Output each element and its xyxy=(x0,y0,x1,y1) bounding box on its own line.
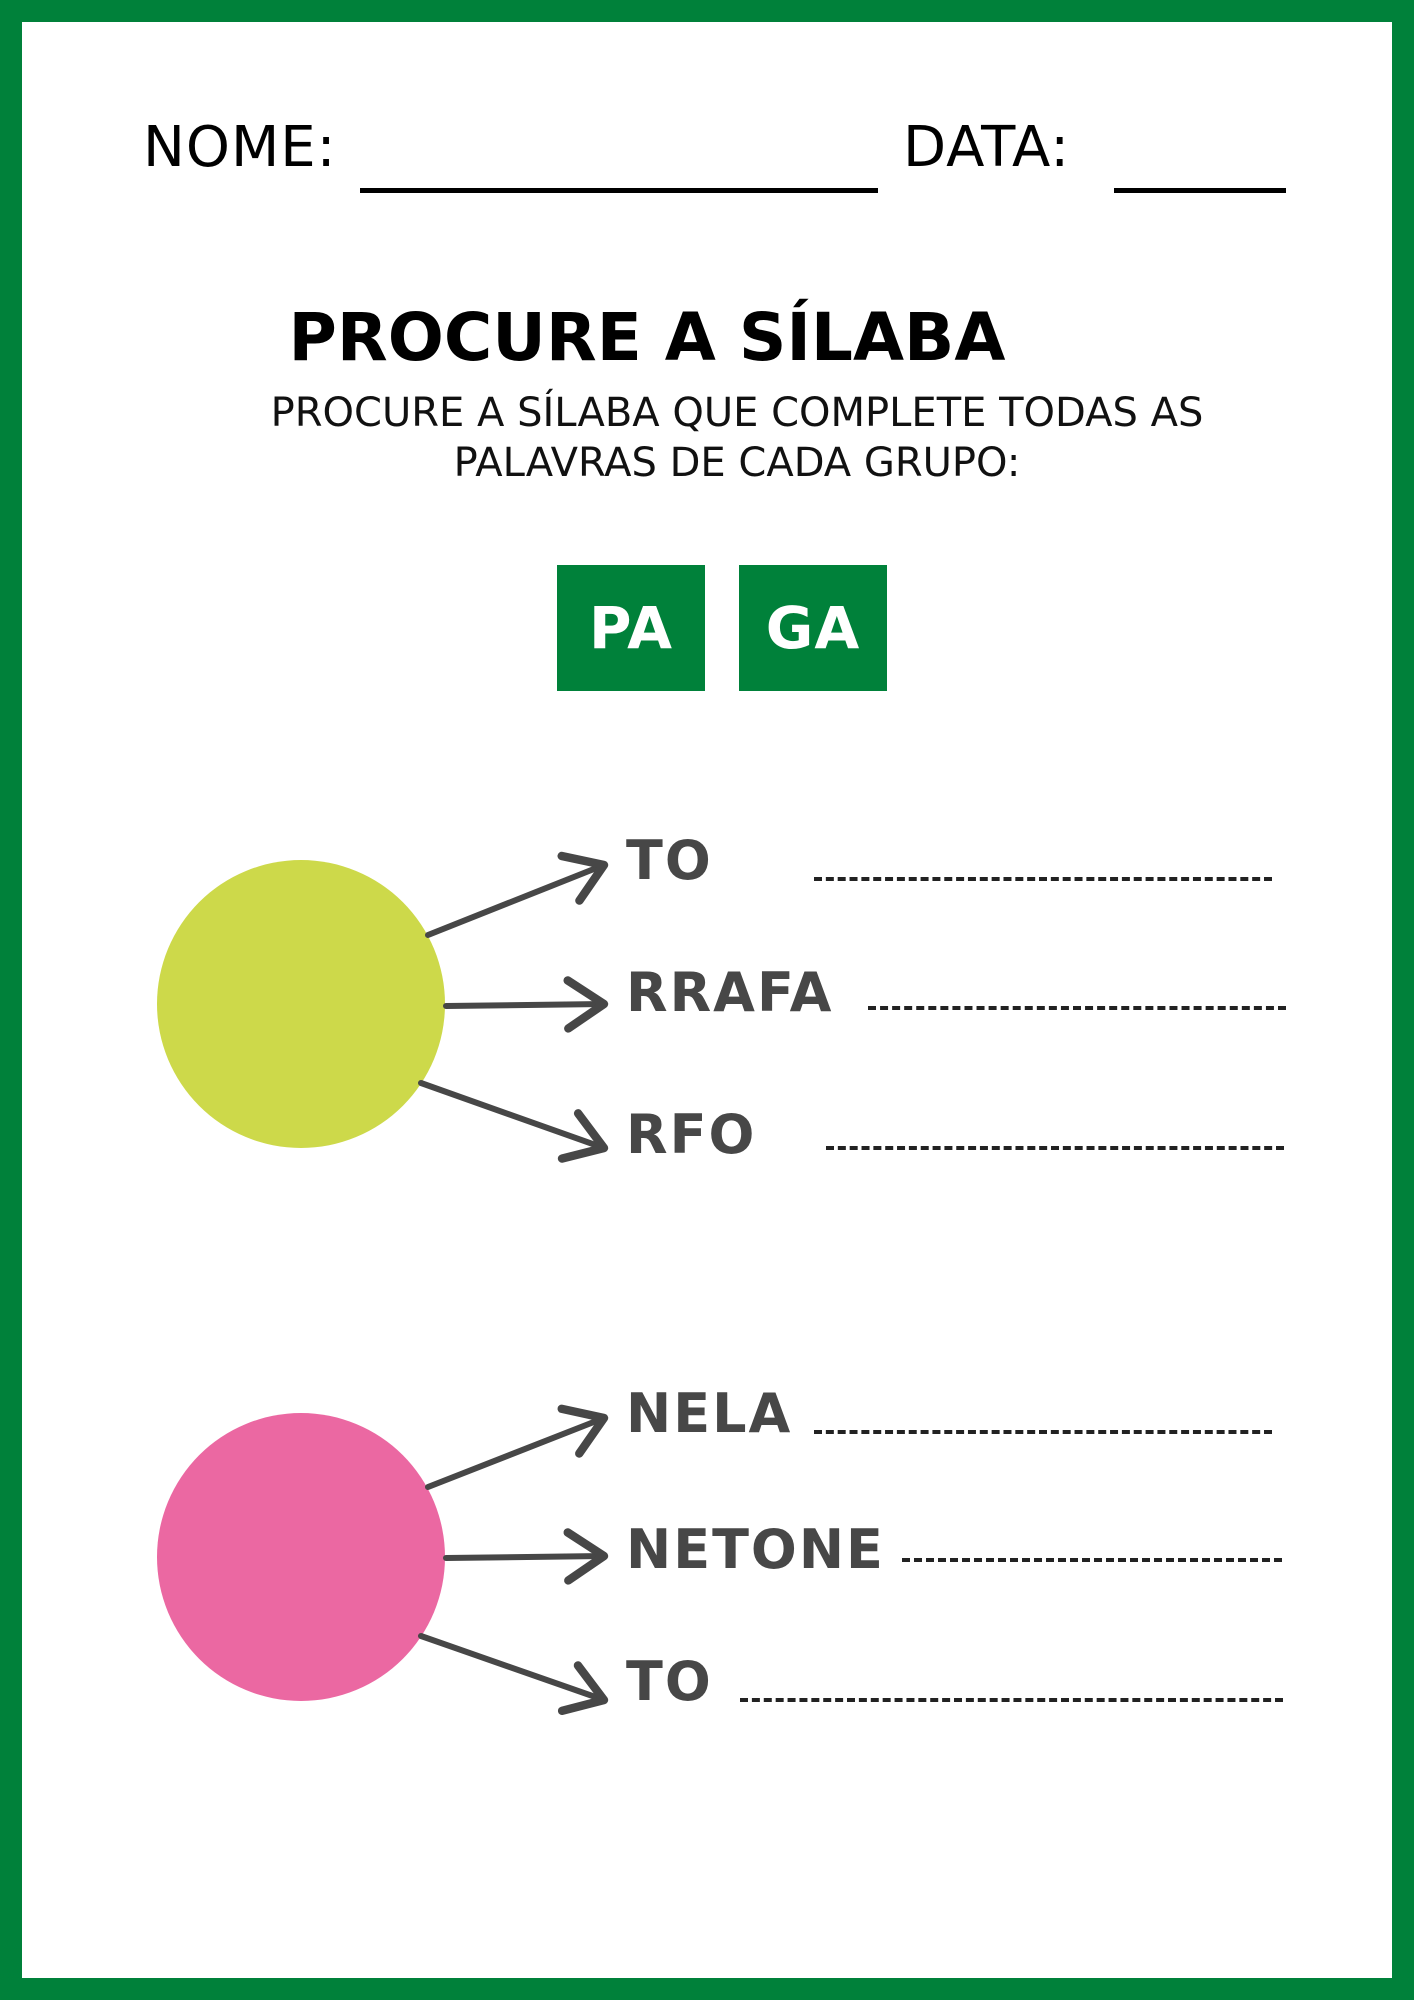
word-fragment: RRAFA xyxy=(626,961,834,1024)
word-fragment: RFO xyxy=(626,1103,757,1166)
answer-line[interactable] xyxy=(902,1558,1282,1562)
arrow-icon xyxy=(443,976,609,1033)
answer-line[interactable] xyxy=(740,1698,1283,1702)
answer-line[interactable] xyxy=(814,877,1272,881)
arrow-icon xyxy=(425,851,609,938)
instruction-line-1: PROCURE A SÍLABA QUE COMPLETE TODAS AS xyxy=(270,390,1204,436)
syllable-tile-pa: PA xyxy=(557,565,705,691)
syllable-tile-ga: GA xyxy=(739,565,887,691)
word-fragment: TO xyxy=(626,1650,713,1713)
answer-circle-group-1[interactable] xyxy=(157,860,445,1148)
answer-circle-group-2[interactable] xyxy=(157,1413,445,1701)
date-label: DATA: xyxy=(903,115,1071,180)
arrow-icon xyxy=(418,1080,609,1163)
arrow-icon xyxy=(443,1528,609,1585)
instruction-line-2: PALAVRAS DE CADA GRUPO: xyxy=(453,440,1021,486)
name-label: NOME: xyxy=(143,115,337,180)
page-title: PROCURE A SÍLABA xyxy=(288,299,1006,376)
word-fragment: NELA xyxy=(626,1382,793,1445)
answer-line[interactable] xyxy=(814,1430,1272,1434)
answer-line[interactable] xyxy=(868,1006,1286,1010)
answer-line[interactable] xyxy=(826,1146,1284,1150)
name-blank-line xyxy=(360,188,878,193)
arrow-icon xyxy=(425,1404,609,1490)
arrow-icon xyxy=(418,1633,609,1715)
word-fragment: TO xyxy=(626,829,713,892)
date-blank-line xyxy=(1114,188,1286,193)
word-fragment: NETONE xyxy=(626,1518,885,1581)
